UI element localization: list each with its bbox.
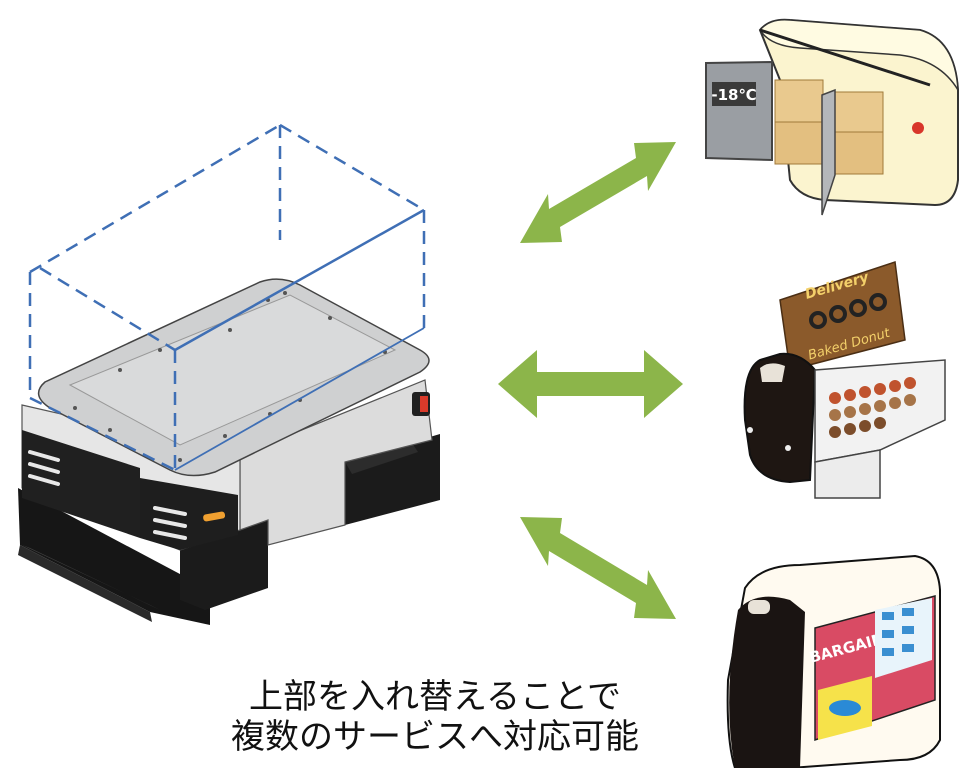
deck-screws	[73, 291, 387, 462]
robot-chassis-dark	[18, 488, 210, 625]
freezer-status-light	[912, 122, 924, 134]
freezer-temp-label: -18℃	[711, 86, 756, 104]
freezer-door	[705, 60, 773, 162]
swappable-module-outline	[28, 123, 426, 472]
amber-indicator-light	[203, 511, 226, 522]
freezer-module: -18℃	[705, 18, 959, 216]
donut-delivery-module: Delivery Baked Donut	[743, 261, 946, 499]
donut-rows	[829, 377, 916, 438]
caption-line-2: 複数のサービスへ対応可能	[231, 717, 639, 757]
front-light-strips	[28, 450, 187, 540]
arrow-to-donut	[498, 350, 683, 418]
delivery-robot-base	[18, 278, 440, 625]
donut-sign	[779, 261, 906, 371]
arrow-to-freezer	[520, 142, 676, 243]
caption-line-1: 上部を入れ替えることで	[249, 677, 621, 717]
product-grid	[882, 608, 914, 656]
mobile-sales-module: BARGAIN	[726, 554, 941, 769]
swap-arrows	[498, 142, 683, 619]
arrow-to-sales	[520, 517, 676, 619]
donut-sign-icons	[809, 293, 887, 329]
